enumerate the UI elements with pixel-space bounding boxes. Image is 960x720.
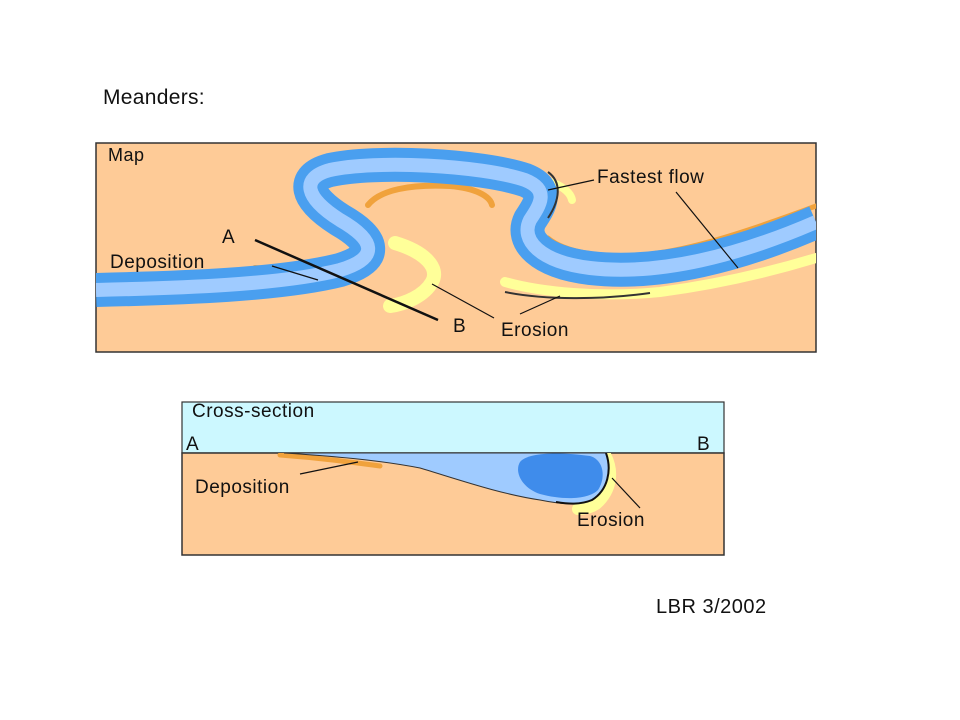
cs-deposition-leader [299, 461, 359, 475]
map-deposition-leader [271, 265, 319, 281]
map-fastest-flow-leader-2 [675, 191, 739, 269]
map-erosion-zone-2 [500, 253, 816, 300]
cs-sky [181, 401, 725, 454]
map-outer-bank-line-2 [547, 171, 559, 219]
cs-panel-label: Cross-section [192, 401, 315, 422]
map-erosion-leader-1 [431, 283, 495, 319]
map-outer-bank-line [504, 291, 651, 300]
cs-label-b: B [697, 434, 710, 455]
cs-erosion-leader [611, 477, 641, 509]
map-section-line [254, 238, 439, 322]
cs-deposition-zone [277, 453, 383, 469]
map-label-b: B [453, 316, 466, 337]
cs-erosion-label: Erosion [577, 510, 645, 531]
map-fastest-flow-leader-1 [547, 179, 595, 191]
map-panel-label: Map [108, 145, 145, 165]
map-fastest-flow-label: Fastest flow [597, 167, 704, 188]
map-deposition-zone-2 [365, 182, 495, 208]
cs-deposition-label: Deposition [195, 477, 290, 498]
map-panel: Map A B Deposition Fastest flow Erosion [95, 142, 817, 353]
map-erosion-zone-1 [383, 236, 442, 313]
page-title: Meanders: [103, 86, 205, 109]
map-erosion-leader-2 [519, 295, 561, 315]
cs-fast-flow-core [518, 453, 603, 499]
map-label-a: A [222, 227, 235, 248]
map-deposition-label: Deposition [110, 252, 205, 273]
map-river-center [96, 157, 816, 297]
credit-text: LBR 3/2002 [656, 596, 767, 618]
map-erosion-label: Erosion [501, 320, 569, 341]
cross-section-panel: Cross-section A B Deposition Erosion [181, 401, 725, 556]
cs-label-a: A [186, 434, 199, 455]
cs-bank-line [555, 453, 610, 505]
